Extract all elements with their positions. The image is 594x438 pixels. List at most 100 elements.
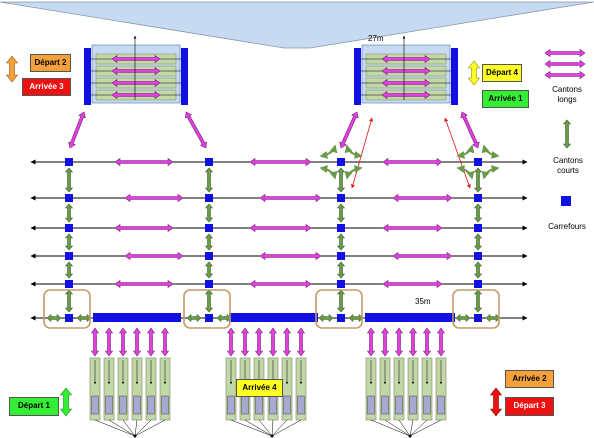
station-side-bar <box>84 48 91 105</box>
dock-block <box>105 395 113 415</box>
dock-block <box>255 395 263 415</box>
long-section-arrow <box>114 279 174 289</box>
long-section-arrow <box>114 223 174 233</box>
junction-square <box>337 314 345 322</box>
long-section-arrow <box>408 327 418 357</box>
long-section-arrow <box>392 251 453 261</box>
platform-arrow <box>381 54 431 64</box>
junction-square <box>65 252 73 260</box>
long-section-arrow <box>68 111 86 149</box>
short-section-arrow <box>348 313 364 323</box>
horizontal-lines <box>30 157 528 329</box>
dock-connector <box>409 419 414 437</box>
turn-arrow <box>481 144 500 159</box>
dock-connector <box>271 419 274 437</box>
turn-arrow <box>344 165 363 180</box>
short-section-arrow <box>473 203 483 223</box>
dock-connector <box>409 419 442 437</box>
red-connection <box>351 117 373 189</box>
short-section-arrow <box>455 313 471 323</box>
long-section-arrow <box>124 193 184 203</box>
junction-square <box>474 224 482 232</box>
distance-label-top: 27m <box>368 34 384 43</box>
dock-hub <box>408 434 412 438</box>
junction-highlight <box>452 289 500 329</box>
long-section-arrow <box>185 111 207 149</box>
long-section-arrow <box>118 327 128 357</box>
long-section-arrow <box>249 279 312 289</box>
long-section-arrow <box>382 279 443 289</box>
short-section-arrow <box>336 233 346 251</box>
short-section-arrow <box>64 261 74 279</box>
depart-2-box: Départ 2 <box>30 54 71 72</box>
distance-label-bottom: 35m <box>415 297 431 306</box>
junction-square <box>205 314 213 322</box>
platform-arrow <box>111 54 161 64</box>
short-section-arrow <box>64 167 74 193</box>
long-section-arrow <box>296 327 306 357</box>
dock-connector <box>134 419 138 437</box>
depart-3-box: Départ 3 <box>505 397 554 416</box>
long-section-arrow <box>259 193 322 203</box>
dock-connector <box>409 419 428 437</box>
long-section-arrow <box>460 111 480 149</box>
long-section-arrow <box>249 223 312 233</box>
long-section-arrow <box>282 327 292 357</box>
dock-block <box>297 395 305 415</box>
junction-square <box>205 194 213 202</box>
long-section-arrow <box>366 327 376 357</box>
short-section-arrow <box>64 203 74 223</box>
platform-arrow <box>381 90 431 100</box>
junction-square <box>337 252 345 260</box>
junction-highlight <box>315 289 363 329</box>
dock-block <box>133 395 141 415</box>
long-section-arrow <box>240 327 250 357</box>
turn-arrow <box>456 165 475 180</box>
turn-arrow <box>456 144 475 159</box>
dock-connector <box>370 419 411 437</box>
dock-block <box>119 395 127 415</box>
platform-arrow <box>381 78 431 88</box>
short-section-arrow <box>336 167 346 193</box>
arrivee-4-box: Arrivée 4 <box>236 379 283 397</box>
legend-short-arrow <box>562 119 572 149</box>
junction-highlight <box>183 289 231 329</box>
long-section-arrow <box>254 327 264 357</box>
short-section-arrow <box>204 233 214 251</box>
dock-connector <box>108 419 136 437</box>
dock-connector <box>244 419 273 437</box>
long-section-arrow <box>382 157 443 167</box>
dock-block <box>409 395 417 415</box>
long-section-arrow <box>382 223 443 233</box>
short-section-arrow <box>76 313 92 323</box>
legend-graphics <box>544 48 586 206</box>
long-section-arrow <box>268 327 278 357</box>
dock-block <box>283 395 291 415</box>
turn-arrow <box>319 144 338 159</box>
short-section-arrow <box>216 313 232 323</box>
dock-connector <box>271 419 288 437</box>
junction-square <box>474 252 482 260</box>
dock-connector <box>271 419 302 437</box>
short-section-arrow <box>64 289 74 313</box>
bottom-docks <box>5 55 503 438</box>
junction-square <box>65 194 73 202</box>
junction-square <box>337 158 345 166</box>
long-section-arrow <box>146 327 156 357</box>
links <box>68 111 500 189</box>
junction-square <box>205 280 213 288</box>
depart-1-box: Départ 1 <box>9 397 59 416</box>
dock-block <box>367 395 375 415</box>
long-section-arrow <box>160 327 170 357</box>
junction-square <box>474 158 482 166</box>
dock-connector <box>94 419 136 437</box>
short-section-arrow <box>64 233 74 251</box>
depart-3-arrow <box>489 387 503 417</box>
long-section-arrow <box>392 193 453 203</box>
dock-block <box>227 395 235 415</box>
long-section-arrow <box>90 327 100 357</box>
junction-square <box>205 158 213 166</box>
